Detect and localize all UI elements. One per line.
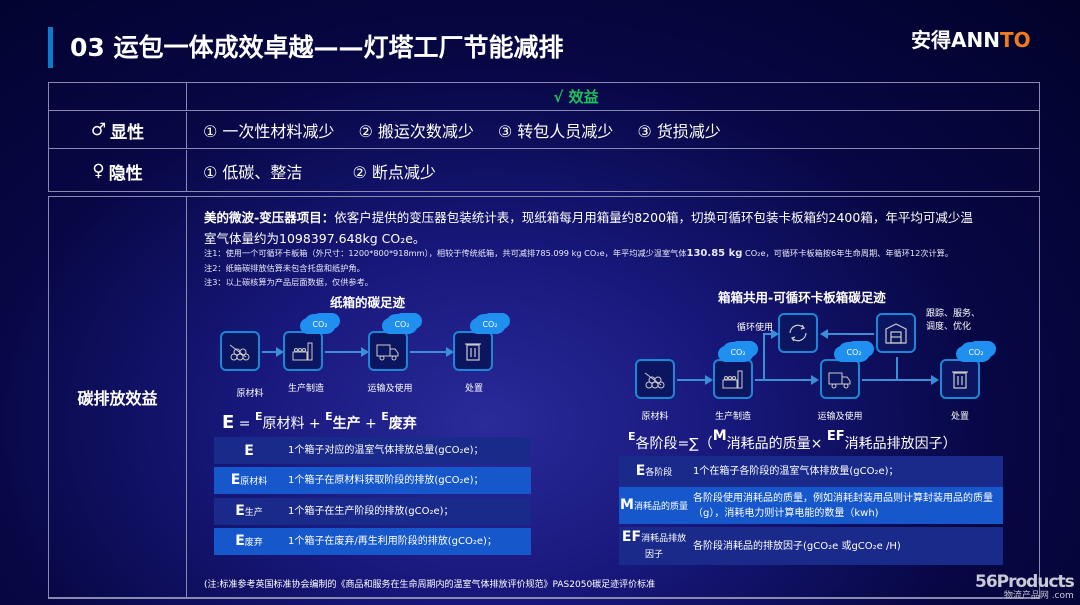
right-formula: E各阶段=∑（M消耗品的质量× EF消耗品排放因子） <box>628 428 957 452</box>
flow-arrow <box>677 375 713 385</box>
truck-icon <box>376 344 399 361</box>
flow-arrow <box>763 329 779 339</box>
warehouse-icon <box>885 323 907 344</box>
male-symbol-icon: ♂ <box>90 120 107 140</box>
annto-logo: 安得ANNTO <box>911 28 1031 52</box>
node-label: 原材料 <box>236 389 264 399</box>
explicit-row: ♂显性 ① 一次性材料减少 ② 搬运次数减少 ③ 转包人员减少 ③ 货损减少 <box>49 112 1039 149</box>
recycle-node <box>778 313 818 353</box>
flow-arrow <box>325 347 369 357</box>
co2-cloud-icon: CO₂ <box>474 314 506 334</box>
carbon-label: 碳排放效益 <box>49 197 187 597</box>
def-row: EF消耗品排放因子各阶段消耗品的排放因子(gCO₂e 或gCO₂e /H) <box>619 527 1003 565</box>
factory-icon <box>292 342 313 361</box>
standard-footnote: (注:标准参考英国标准协会编制的《商品和服务在生命周期内的温室气体排放评价规范》… <box>204 580 656 590</box>
title-accent-bar <box>48 27 53 68</box>
transport-node <box>820 359 860 399</box>
benefit-item: ② 断点减少 <box>352 163 436 182</box>
benefits-header-row: √ 效益 <box>49 83 1039 111</box>
manufacturing-node <box>283 331 323 371</box>
service-label: 跟踪、服务、调度、优化 <box>926 309 981 332</box>
pipes-icon <box>644 372 665 389</box>
benefits-table: √ 效益 ♂显性 ① 一次性材料减少 ② 搬运次数减少 ③ 转包人员减少 ③ 货… <box>48 82 1040 192</box>
disposal-node <box>940 359 980 399</box>
node-label: 处置 <box>950 412 970 422</box>
carton-footprint-title: 纸箱的碳足迹 <box>330 295 406 310</box>
truck-icon <box>828 372 851 389</box>
benefit-item: ③ 货损减少 <box>637 122 721 141</box>
warehouse-node <box>876 313 916 353</box>
page-title: 03 运包一体成效卓越——灯塔工厂节能减排 <box>70 33 564 62</box>
trash-icon <box>465 343 481 361</box>
flow-arrow <box>755 375 819 385</box>
project-description: 美的微波-变压器项目：依客户提供的变压器包装统计表，现纸箱每月用箱量约8200箱… <box>204 210 973 246</box>
node-label: 处置 <box>464 384 484 394</box>
female-symbol-icon: ♀ <box>92 161 105 181</box>
left-formula: E = E原材料 + E生产 + E废弃 <box>222 410 417 433</box>
co2-cloud-icon: CO₂ <box>960 342 992 362</box>
trash-icon <box>952 371 968 389</box>
co2-cloud-icon: CO₂ <box>722 342 754 362</box>
benefit-item: ③ 转包人员减少 <box>497 122 614 141</box>
pipes-icon <box>229 344 250 361</box>
node-label: 生产制造 <box>714 412 752 422</box>
recyclable-footprint-title: 箱箱共用-可循环卡板箱碳足迹 <box>718 290 886 305</box>
co2-cloud-icon: CO₂ <box>304 314 336 334</box>
note-3: 注3：以上碳核算为产品层面数据，仅供参考。 <box>204 277 373 287</box>
loop-label: 循环使用 <box>737 323 774 333</box>
node-label: 运输及使用 <box>817 412 863 422</box>
benefit-item: ② 搬运次数减少 <box>358 122 474 141</box>
manufacturing-node <box>713 359 753 399</box>
flow-arrow <box>410 347 454 357</box>
service-line <box>896 357 898 379</box>
transport-node <box>368 331 408 371</box>
raw-material-node <box>635 359 675 399</box>
implicit-label: ♀隐性 <box>49 150 187 192</box>
co2-cloud-icon: CO₂ <box>838 342 870 362</box>
raw-material-node <box>220 331 260 371</box>
note-2: 注2：纸箱碳排放估算未包含托盘和纸护角。 <box>204 263 365 273</box>
def-row: M消耗品的质量各阶段使用消耗品的质量，例如消耗封装用品则计算封装用品的质量（g）… <box>619 487 1003 524</box>
benefits-header: √ 效益 <box>553 88 599 106</box>
disposal-node <box>453 331 493 371</box>
note-1: 注1：使用一个可循环卡板箱（外尺寸：1200*800*918mm），相较于传统纸… <box>204 248 954 259</box>
benefit-item: ① 低碳、整洁 <box>203 163 303 182</box>
carbon-section: 碳排放效益 <box>48 196 1040 599</box>
flow-arrow <box>262 347 284 357</box>
implicit-row: ♀隐性 ① 低碳、整洁 ② 断点减少 <box>49 150 1039 192</box>
benefit-item: ① 一次性材料减少 <box>203 122 335 141</box>
node-label: 运输及使用 <box>367 384 413 394</box>
node-label: 生产制造 <box>287 384 325 394</box>
factory-icon <box>722 370 743 389</box>
node-label: 原材料 <box>641 412 669 422</box>
recycle-icon <box>789 324 807 342</box>
co2-cloud-icon: CO₂ <box>386 314 418 334</box>
explicit-label: ♂显性 <box>49 112 187 148</box>
loop-line <box>763 333 765 379</box>
flow-arrow <box>862 375 939 385</box>
flow-arrow <box>822 333 874 335</box>
